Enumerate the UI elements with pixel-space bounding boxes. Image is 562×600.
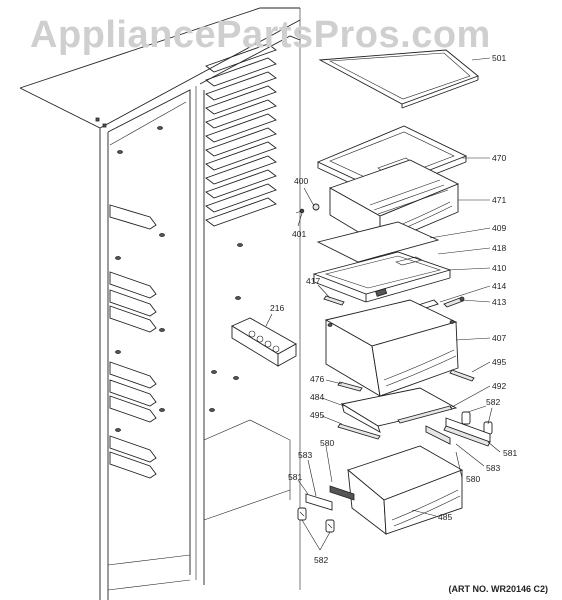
callout-418: 418 [492, 243, 506, 253]
callout-417: 417 [306, 276, 320, 286]
callout-407: 407 [492, 333, 506, 343]
callout-401: 401 [292, 229, 306, 239]
callout-400: 400 [294, 176, 308, 186]
part-485-bottom-pan [329, 445, 464, 535]
watermark: AppliancePartsPros.com [30, 14, 491, 56]
callout-413: 413 [492, 297, 506, 307]
part-410-cover-frame [312, 251, 452, 303]
liner-shelf-rails [109, 126, 243, 479]
callout-581-a: 581 [503, 448, 517, 458]
callout-476: 476 [310, 374, 324, 384]
callout-501: 501 [492, 53, 506, 63]
cabinet-outline [19, 7, 301, 600]
part-501-glass-shelf [318, 49, 479, 109]
callout-484: 484 [310, 392, 324, 402]
callout-410: 410 [492, 263, 506, 273]
callout-495-b: 495 [310, 410, 324, 420]
callout-583-a: 583 [298, 450, 312, 460]
part-400-401-hardware [295, 203, 320, 214]
parts-clips-right [425, 411, 493, 447]
callout-583-b: 583 [486, 463, 500, 473]
callout-580-a: 580 [320, 438, 334, 448]
callout-580-b: 580 [466, 474, 480, 484]
callout-216: 216 [270, 303, 284, 313]
part-216-egg-tray [231, 317, 297, 367]
art-number: (ART NO. WR20146 C2) [448, 584, 548, 594]
part-407-crisper-drawer [324, 299, 459, 397]
leader-lines [265, 57, 501, 551]
callout-414: 414 [492, 281, 506, 291]
callout-495-a: 495 [492, 357, 506, 367]
callout-582-a: 582 [486, 397, 500, 407]
parts-clips-bottom [297, 493, 335, 533]
callout-471: 471 [492, 195, 506, 205]
callout-409: 409 [492, 223, 506, 233]
callout-470: 470 [492, 153, 506, 163]
callout-485: 485 [438, 512, 452, 522]
callouts: 501 470 471 400 401 409 418 410 417 414 … [270, 53, 517, 565]
freezer-louvers [205, 43, 277, 227]
part-409-glass-insert [316, 221, 440, 263]
callout-581-b: 581 [288, 472, 302, 482]
callout-492: 492 [492, 381, 506, 391]
callout-582-b: 582 [314, 555, 328, 565]
parts-rails-and-deli-shelf [337, 369, 475, 440]
